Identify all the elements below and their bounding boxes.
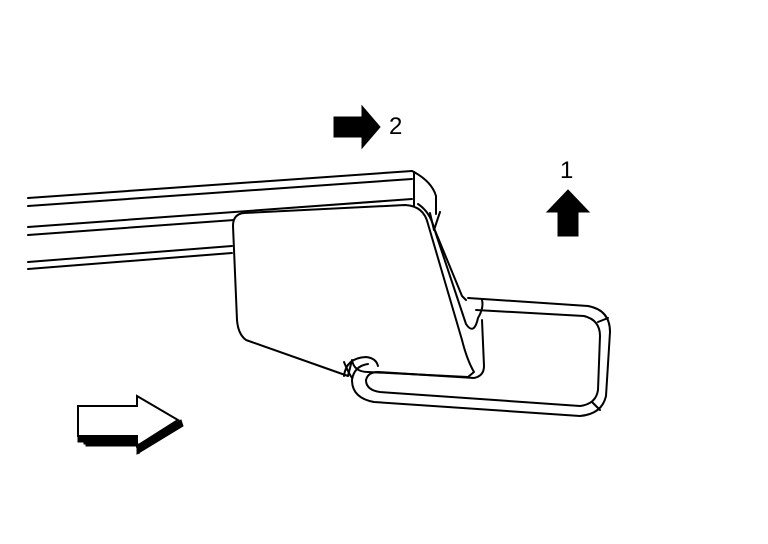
callout-number-2: 2	[389, 113, 403, 140]
wiper-arm-hook	[351, 297, 611, 417]
rail-line-6	[27, 252, 233, 270]
hollow-direction-arrow-icon	[77, 394, 184, 455]
hook-inner	[365, 309, 601, 407]
callout-number-1: 1	[560, 157, 574, 184]
arrow-base-shadow	[77, 435, 140, 455]
clip-inner-edge	[417, 203, 484, 330]
up-arrow-icon	[545, 189, 591, 237]
hook-edge-mark-bottom	[591, 401, 601, 411]
rail-line-top	[27, 170, 413, 199]
clip-pivot-hint	[343, 361, 353, 379]
clip-main-body	[232, 204, 475, 378]
rail-line-2	[27, 178, 413, 207]
clip-ridge	[433, 227, 467, 301]
wiper-arm-clip	[232, 203, 484, 379]
right-arrow-icon	[333, 104, 381, 150]
hook-edge-mark-top	[597, 317, 609, 323]
rail-line-5	[27, 245, 233, 263]
rail-line-3	[27, 198, 413, 228]
